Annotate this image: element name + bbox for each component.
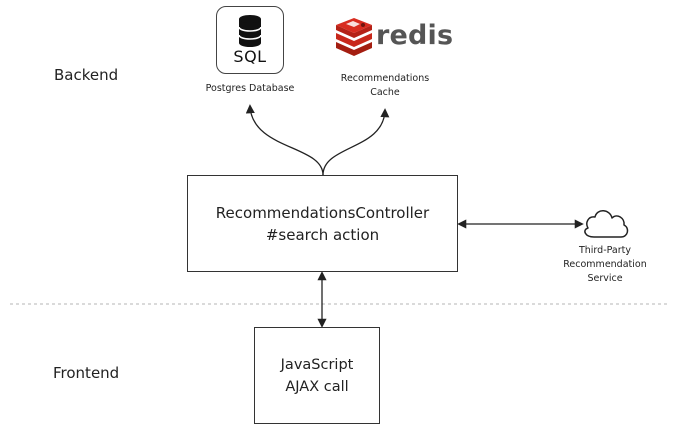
third-party-line2: Recommendation: [563, 259, 647, 270]
javascript-ajax-call-box: JavaScript AJAX call: [254, 327, 380, 424]
redis-logo-text: redis: [376, 20, 454, 51]
cloud-icon: [584, 210, 629, 238]
third-party-line3: Service: [587, 273, 623, 284]
recommendations-cache-label: Recommendations Cache: [325, 72, 445, 100]
frontend-section-label: Frontend: [53, 364, 120, 382]
backend-section-label: Backend: [54, 66, 119, 84]
sql-icon-text: SQL: [233, 47, 267, 66]
postgres-database-label: Postgres Database: [205, 83, 295, 94]
controller-name: RecommendationsController: [215, 203, 430, 222]
third-party-line1: Third-Party: [578, 245, 632, 256]
arrow-controller-postgres: [245, 104, 324, 176]
frontend-call-line1: JavaScript: [280, 356, 354, 373]
recommendations-controller-box: RecommendationsController #search action: [187, 175, 458, 272]
frontend-call-line2: AJAX call: [285, 378, 349, 395]
redis-logo-icon: [336, 18, 372, 56]
third-party-service-label: Third-Party Recommendation Service: [550, 244, 660, 286]
database-icon: [238, 15, 262, 47]
recommendations-cache-line2: Cache: [370, 87, 400, 98]
recommendations-cache-line1: Recommendations: [340, 73, 430, 84]
postgres-database-icon: SQL: [216, 6, 284, 74]
controller-action: #search action: [265, 225, 380, 244]
arrow-controller-redis: [322, 108, 390, 176]
